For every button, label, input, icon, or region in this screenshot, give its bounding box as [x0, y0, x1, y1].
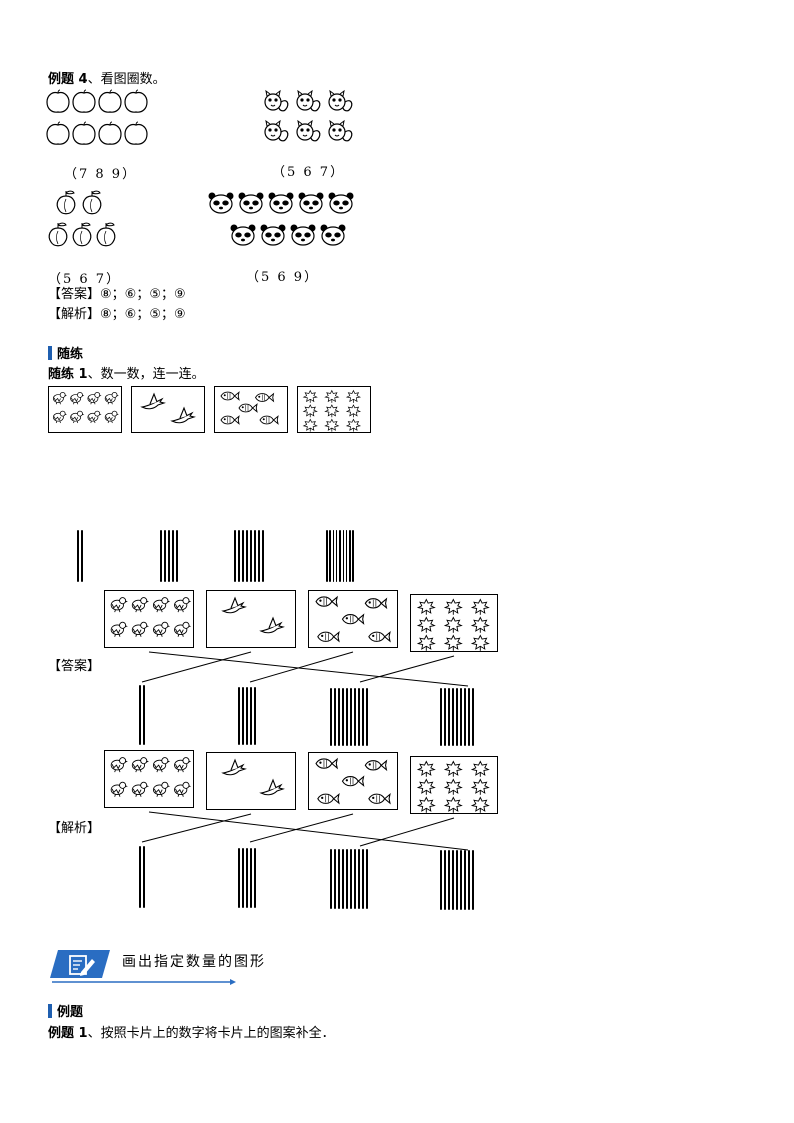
card-birds-1 [206, 590, 296, 648]
practice-q1: 随练 1、数一数，连一连。 [48, 367, 205, 382]
chicken-icon [110, 597, 192, 638]
sticks-5-top [160, 530, 184, 582]
sticks-2-analysis [139, 846, 149, 908]
example4-title: 例题 4、看图圈数。 [48, 72, 166, 87]
chicken-icon [110, 757, 192, 798]
sticks-2-answer [139, 685, 149, 745]
sticks-9-analysis [440, 850, 476, 910]
card-leaves-small [297, 386, 371, 433]
card-fish-2 [308, 752, 398, 810]
pencil-note-icon [69, 955, 95, 976]
card-leaves-1 [410, 594, 498, 652]
section-sub-heading: 例题 [48, 1004, 83, 1021]
bird-icon [222, 759, 284, 796]
apple-group [46, 89, 148, 145]
section-example1: 例题 1、按照卡片上的数字将卡片上的图案补全． [48, 1026, 335, 1041]
practice-heading: 随练 [48, 346, 83, 363]
leaf-icon [417, 599, 489, 652]
fish-icon [315, 758, 391, 804]
apple-icon [46, 89, 148, 145]
section-banner [50, 950, 236, 985]
choice-3: （5 6 7） [48, 272, 122, 287]
sticks-5-answer [238, 687, 262, 745]
peach-icon [48, 190, 116, 247]
sticks-9-answer [440, 688, 476, 746]
example4-answer: 【答案】⑧；⑥；⑤；⑨ [48, 287, 186, 302]
sticks-9-top [326, 530, 360, 582]
card-fish-1 [308, 590, 398, 648]
sticks-8-analysis [330, 849, 370, 909]
sticks-8-answer [330, 688, 370, 746]
fish-icon [315, 596, 391, 642]
heading-marker [48, 1004, 52, 1018]
sticks-2-top [77, 530, 87, 582]
squirrel-icon [264, 90, 353, 142]
fish-icon [220, 391, 279, 425]
section-banner-title: 画出指定数量的图形 [122, 954, 266, 970]
card-chickens-2 [104, 750, 194, 808]
choice-2: （5 6 7） [272, 165, 346, 180]
card-birds-small [131, 386, 205, 433]
leaf-icon [417, 761, 489, 814]
practice-analysis-label: 【解析】 [48, 821, 101, 836]
example4-analysis: 【解析】⑧；⑥；⑤；⑨ [48, 307, 186, 322]
card-leaves-2 [410, 756, 498, 814]
practice-answer-label: 【答案】 [48, 659, 101, 674]
analysis-lines [141, 811, 469, 851]
card-chickens-1 [104, 590, 194, 648]
bird-icon [222, 597, 284, 634]
card-chickens-small [48, 386, 122, 433]
bird-icon [141, 393, 195, 424]
choice-4: （5 6 9） [246, 270, 320, 285]
chicken-icon [52, 392, 120, 424]
sticks-5-analysis [238, 848, 262, 908]
card-birds-2 [206, 752, 296, 810]
sticks-8-top [234, 530, 274, 582]
leaf-icon [303, 390, 361, 433]
peach-group [48, 190, 116, 247]
panda-icon [207, 191, 355, 246]
answer-lines [141, 651, 469, 687]
panda-group [207, 191, 355, 246]
card-fish-small [214, 386, 288, 433]
squirrel-group [264, 90, 353, 142]
heading-marker [48, 346, 52, 360]
choice-1: （7 8 9） [64, 167, 138, 182]
